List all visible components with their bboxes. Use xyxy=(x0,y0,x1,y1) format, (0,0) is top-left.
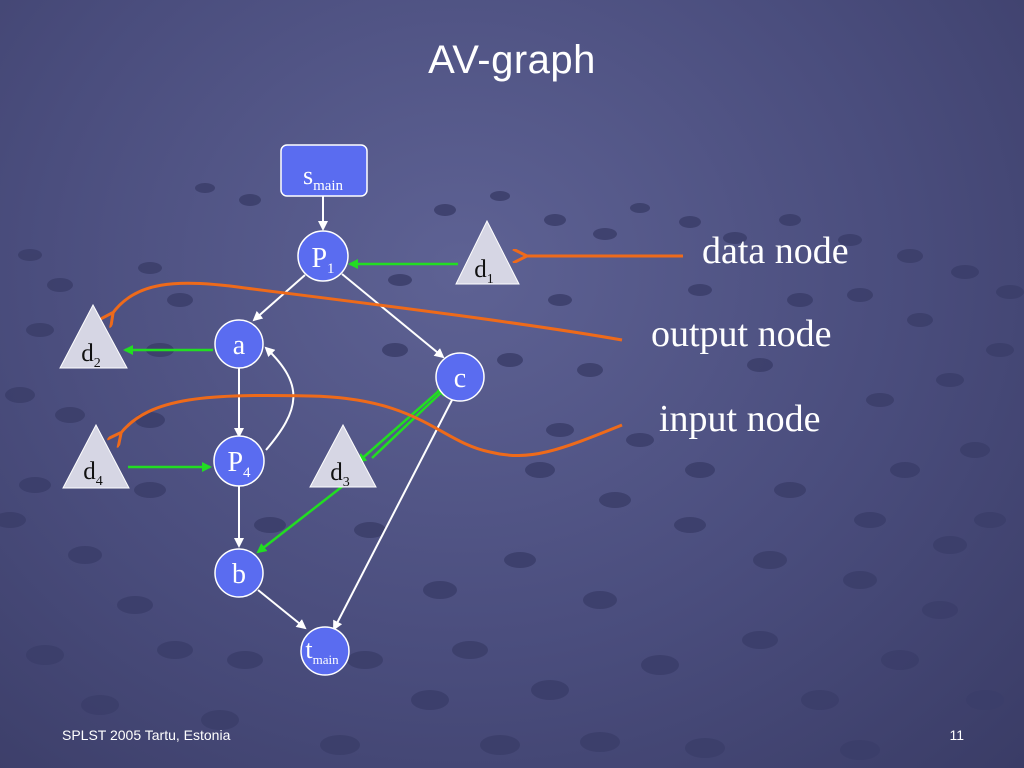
edge-c-tmain xyxy=(333,399,453,631)
data-node-d3-base: d xyxy=(330,459,343,486)
edge-p1-a xyxy=(252,274,306,322)
node-c-label: c xyxy=(454,363,466,394)
node-p4-sub: 4 xyxy=(243,465,251,481)
slide-title: AV-graph xyxy=(428,38,596,82)
data-node-d4-sub: 4 xyxy=(96,474,103,489)
node-p4: P4 xyxy=(213,435,265,487)
edge-p4-a-loop xyxy=(264,346,295,451)
data-edge-c-d3 xyxy=(356,389,441,464)
data-node-d1-base: d xyxy=(474,256,487,283)
svg-text:tmain: tmain xyxy=(305,635,339,667)
data-edge-d3-b xyxy=(256,481,349,554)
node-a: a xyxy=(214,319,264,369)
callout-arrow-input-node xyxy=(120,393,623,458)
data-node-d2-base: d xyxy=(81,340,94,367)
node-p1-sub: 1 xyxy=(327,261,335,277)
node-p1: P1 xyxy=(297,230,349,282)
svg-text:d3: d3 xyxy=(330,459,350,490)
data-node-d4: d4 xyxy=(62,423,130,489)
node-t-main-base: t xyxy=(305,635,313,664)
data-node-d2: d2 xyxy=(59,303,128,371)
node-t-main-sub: main xyxy=(313,652,339,667)
svg-text:P4: P4 xyxy=(227,447,251,481)
node-s-main-base: s xyxy=(303,161,313,190)
svg-text:d4: d4 xyxy=(83,458,103,489)
svg-text:d1: d1 xyxy=(474,256,494,287)
edge-b-tmain xyxy=(257,589,307,630)
callout-input-node: input node xyxy=(659,398,821,440)
callout-arrow-output-node xyxy=(112,281,623,342)
data-node-d3: d3 xyxy=(309,423,377,490)
node-a-label: a xyxy=(233,330,246,361)
callout-output-node: output node xyxy=(651,313,832,355)
node-s-main: smain xyxy=(280,144,368,197)
node-b: b xyxy=(214,548,264,598)
node-t-main: tmain xyxy=(300,626,350,676)
node-p1-base: P xyxy=(311,243,327,274)
node-c: c xyxy=(435,352,485,402)
data-node-d4-base: d xyxy=(83,458,96,485)
data-node-d2-sub: 2 xyxy=(94,356,101,371)
page-number: 11 xyxy=(949,727,964,743)
svg-text:P1: P1 xyxy=(311,243,334,277)
data-node-d1: d1 xyxy=(455,219,520,287)
data-node-d1-sub: 1 xyxy=(487,272,494,287)
edge-p1-c xyxy=(341,273,445,359)
node-s-main-sub: main xyxy=(313,178,343,194)
node-p4-base: P xyxy=(227,447,243,478)
data-node-d3-sub: 3 xyxy=(343,475,350,490)
callout-data-node: data node xyxy=(702,230,849,272)
footer-left: SPLST 2005 Tartu, Estonia xyxy=(62,727,231,743)
data-edge-d3-c xyxy=(371,386,448,459)
svg-text:d2: d2 xyxy=(81,340,101,371)
svg-text:smain: smain xyxy=(303,161,344,194)
node-b-label: b xyxy=(232,559,246,590)
